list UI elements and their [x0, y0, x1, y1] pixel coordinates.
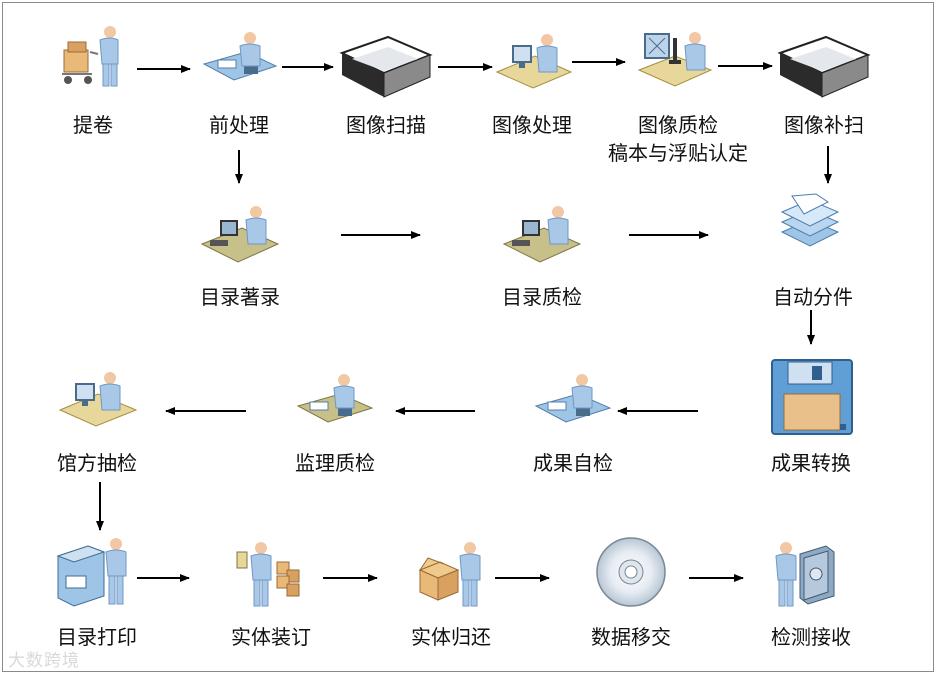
step-label-mulu-dayin: 目录打印 [57, 625, 137, 649]
step-label-guanfang-choujian: 馆方抽检 [57, 451, 137, 475]
cart-person-icon [62, 26, 119, 87]
computer-worker-icon [495, 34, 573, 89]
catalog-qc-worker-icon [502, 206, 582, 263]
box-return-person-icon [418, 542, 481, 607]
supervisor-worker-icon [296, 374, 374, 423]
rescan-scanner-icon [777, 35, 871, 98]
step-label-qianchuli: 前处理 [209, 113, 269, 137]
catalog-worker-icon [200, 206, 280, 263]
step-label-shiti-zhuangding: 实体装订 [231, 625, 311, 649]
step-label-mulu-zhijian: 目录质检 [502, 285, 582, 309]
printer-person-icon [56, 538, 127, 607]
step-label-shuju-yijiao: 数据移交 [591, 625, 671, 649]
step-label-zidong-fenjian: 自动分件 [773, 285, 853, 309]
desk-worker-icon [202, 32, 278, 81]
step-label-saomiao: 图像扫描 [346, 113, 426, 137]
step-label-zhijian: 图像质检 [638, 113, 718, 137]
safe-person-icon [775, 542, 835, 607]
microscope-inspector-icon [637, 32, 713, 87]
watermark: 大数跨境 [8, 651, 80, 671]
scanner-icon [339, 35, 433, 98]
step-label-shiti-guihuan: 实体归还 [411, 625, 491, 649]
step-label-tuxiangchuli: 图像处理 [492, 113, 572, 137]
binding-person-icon [236, 542, 300, 607]
cd-disc-icon [596, 537, 666, 607]
step-label-jiance-jieshou: 检测接收 [771, 625, 851, 649]
documents-stack-icon [780, 193, 840, 247]
archive-check-worker-icon [58, 372, 138, 427]
step-label-zhijian-sub: 稿本与浮贴认定 [608, 141, 748, 165]
step-label-chengguo-zijian: 成果自检 [533, 451, 613, 475]
step-label-tijuan: 提卷 [73, 113, 113, 137]
step-label-jianli-zhijian: 监理质检 [295, 451, 375, 475]
self-check-worker-icon [534, 374, 612, 423]
step-label-chengguo-zhuanhuan: 成果转换 [771, 451, 851, 475]
step-label-busao: 图像补扫 [784, 113, 864, 137]
floppy-disk-icon [771, 359, 853, 435]
step-label-mulu-zhulu: 目录著录 [200, 285, 280, 309]
